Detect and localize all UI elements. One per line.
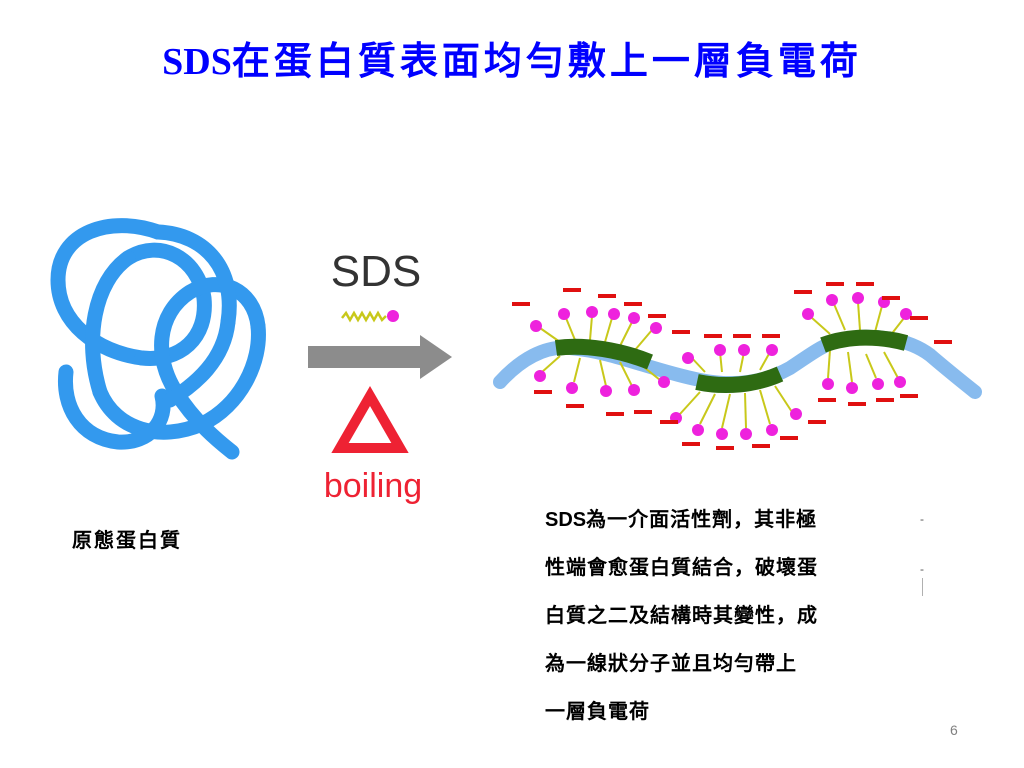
slide-title: SDS在蛋白質表面均勻敷上一層負電荷 bbox=[0, 30, 1024, 85]
denatured-protein bbox=[493, 292, 982, 440]
native-protein-label: 原態蛋白質 bbox=[72, 528, 182, 552]
sds-tails bbox=[539, 301, 905, 429]
process-arrow bbox=[308, 335, 452, 379]
sds-bound-segment-1 bbox=[554, 338, 653, 370]
boiling-label: boiling bbox=[324, 467, 422, 505]
description-line-3: 白質之二及結構時其變性，成 bbox=[545, 603, 818, 627]
description-line-1: SDS為一介面活性劑，其非極 bbox=[545, 497, 915, 545]
description-line-4: 為一線狀分子並且均勻帶上 bbox=[545, 651, 797, 675]
description-line-2: 性端會愈蛋白質結合，破壞蛋 bbox=[545, 555, 818, 579]
heat-triangle-icon bbox=[331, 385, 409, 453]
sds-bound-segment-2 bbox=[695, 366, 784, 393]
sds-bound-segment-3 bbox=[820, 329, 909, 353]
description-text: SDS為一介面活性劑，其非極 性端會愈蛋白質結合，破壞蛋 白質之二及結構時其變性… bbox=[545, 497, 915, 737]
page-number: 6 bbox=[950, 722, 958, 738]
title-text: 在蛋白質表面均勻敷上一層負電荷 bbox=[231, 38, 862, 83]
sds-molecule-icon bbox=[341, 310, 399, 323]
clipped-text-fragment: - bbox=[920, 512, 924, 526]
sds-heads bbox=[530, 292, 912, 440]
description-line-5: 一層負電荷 bbox=[545, 699, 650, 723]
negative-charges bbox=[512, 282, 952, 450]
description-line-1-rest: 為一介面活性劑，其非極 bbox=[586, 507, 818, 531]
title-prefix: SDS bbox=[162, 41, 232, 83]
native-protein-coil bbox=[50, 218, 266, 460]
sds-reagent-label: SDS bbox=[331, 247, 421, 296]
description-sds: SDS bbox=[545, 509, 587, 531]
text-box-edge bbox=[922, 578, 923, 596]
clipped-text-fragment: - bbox=[920, 562, 924, 576]
